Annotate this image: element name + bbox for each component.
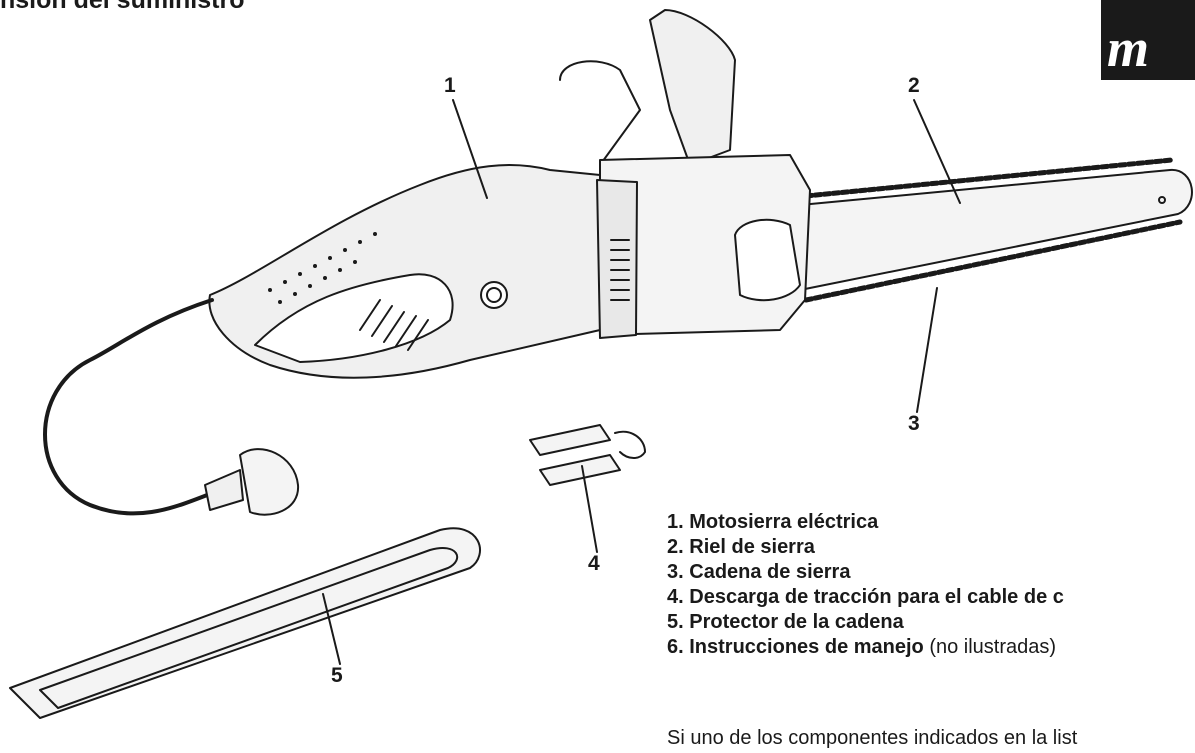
footer-note: Si uno de los componentes indicados en l… — [667, 727, 1078, 749]
callout-3: 3 — [908, 412, 920, 435]
chainsaw-illustration — [208, 9, 811, 379]
parts-list-item: 3. Cadena de sierra — [667, 561, 851, 583]
power-cable-illustration — [43, 298, 300, 516]
leader-lines — [322, 99, 961, 665]
parts-list-item: 4. Descarga de tracción para el cable de… — [667, 586, 1064, 608]
brand-logo: m — [1101, 0, 1195, 80]
callout-5: 5 — [331, 664, 343, 687]
chain-guard-illustration — [9, 527, 481, 719]
parts-list-item: 5. Protector de la cadena — [667, 611, 904, 633]
strain-relief-clips-illustration — [529, 424, 646, 486]
parts-list-item: 2. Riel de sierra — [667, 536, 815, 558]
parts-list-item: 1. Motosierra eléctrica — [667, 511, 879, 533]
callout-4: 4 — [588, 552, 600, 575]
callout-2: 2 — [908, 74, 920, 97]
parts-list: 1. Motosierra eléctrica 2. Riel de sierr… — [667, 510, 1064, 660]
brand-logo-text: m — [1107, 18, 1149, 78]
callout-1: 1 — [444, 74, 456, 97]
page-title: nsión del suministro — [0, 0, 245, 14]
saw-bar-illustration — [799, 157, 1193, 303]
parts-list-item: 6. Instrucciones de manejo (no ilustrada… — [667, 636, 1057, 658]
